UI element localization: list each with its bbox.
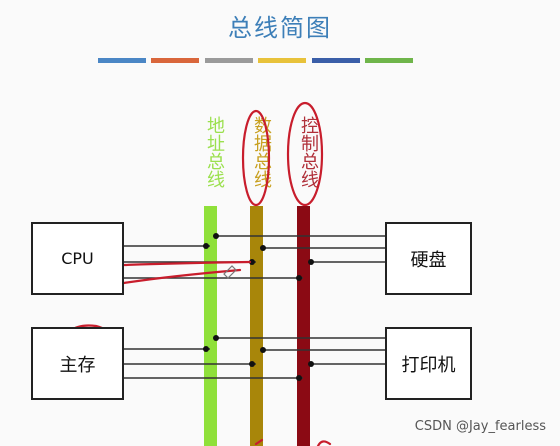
disk-control-junction <box>308 259 314 265</box>
cpu-box: CPU <box>31 222 124 295</box>
main-memory-box: 主存 <box>31 327 124 400</box>
disk-label: 硬盘 <box>410 249 447 271</box>
address-bus-bar <box>204 206 217 446</box>
cpu-data-underline <box>122 260 252 267</box>
cpu-lower-stroke <box>122 268 242 285</box>
data-bus-label-circle <box>241 109 271 207</box>
control-bus-bar <box>297 206 310 446</box>
disk-address-junction <box>213 233 219 239</box>
disk-box: 硬盘 <box>385 222 472 295</box>
data-bus-bar <box>250 206 263 446</box>
address-bus-label: 地址总线 <box>204 116 225 188</box>
title-stripe-6 <box>365 58 413 63</box>
printer-data-junction <box>260 347 266 353</box>
diagram-title: 总线简图 <box>228 14 332 42</box>
cpu-control-junction <box>296 275 302 281</box>
memory-data-junction <box>249 361 255 367</box>
title-stripe-5 <box>312 58 360 63</box>
watermark: CSDN @Jay_fearless <box>414 419 546 434</box>
title-stripe-1 <box>98 58 146 63</box>
printer-address-junction <box>213 335 219 341</box>
memory-address-junction <box>203 346 209 352</box>
bottom-mark-1 <box>254 438 264 446</box>
cpu-data-junction <box>249 259 255 265</box>
title-stripe-3 <box>205 58 253 63</box>
pen-cursor <box>223 265 237 279</box>
bottom-mark-2 <box>316 440 332 446</box>
disk-data-junction <box>260 245 266 251</box>
cpu-address-junction <box>203 243 209 249</box>
memory-control-junction <box>296 375 302 381</box>
control-bus-label-circle <box>286 101 324 207</box>
printer-box: 打印机 <box>385 327 472 400</box>
cpu-label: CPU <box>61 249 94 268</box>
control-bus-label: 控制总线 <box>298 116 319 188</box>
printer-label: 打印机 <box>401 354 456 376</box>
printer-control-junction <box>308 361 314 367</box>
title-stripe-4 <box>258 58 306 63</box>
title-stripe-2 <box>151 58 199 63</box>
main-memory-label: 主存 <box>59 354 96 376</box>
